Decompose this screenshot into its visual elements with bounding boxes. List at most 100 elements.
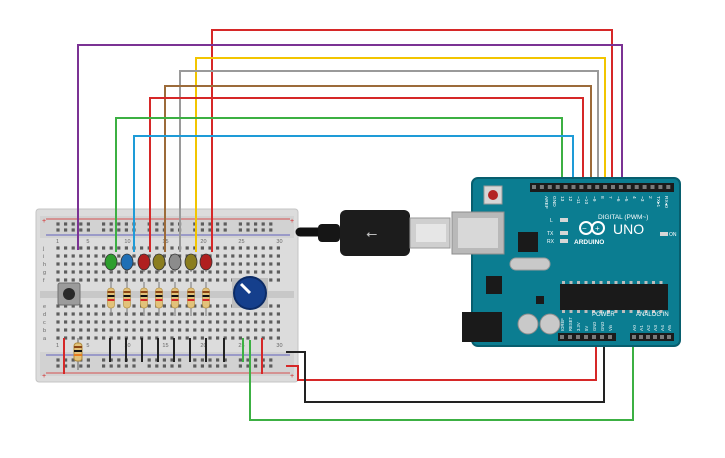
breadboard-hole: [94, 336, 98, 340]
row-letter: b: [43, 328, 46, 334]
rail-hole: [155, 358, 159, 362]
breadboard-hole: [276, 254, 280, 258]
potentiometer[interactable]: [232, 276, 268, 310]
breadboard-hole: [216, 270, 220, 274]
svg-text:−: −: [582, 224, 587, 233]
led-olive[interactable]: [184, 253, 198, 271]
breadboard-hole: [223, 320, 227, 324]
wire-brown[interactable]: [164, 85, 592, 252]
rail-hole: [261, 222, 265, 226]
breadboard-hole: [238, 312, 242, 316]
led-l-label: L: [550, 218, 553, 224]
led-blue[interactable]: [120, 253, 134, 271]
svg-text:+: +: [595, 224, 600, 233]
rail-hole: [64, 364, 68, 368]
breadboard-hole: [246, 270, 250, 274]
resistor-band: [171, 291, 179, 293]
header-pin: [595, 185, 600, 189]
rail-hole: [200, 358, 204, 362]
breadboard-hole: [117, 328, 121, 332]
rail-hole: [117, 358, 121, 362]
breadboard-hole: [238, 246, 242, 250]
breadboard-hole: [254, 312, 258, 316]
led-gray[interactable]: [168, 253, 182, 271]
breadboard-hole: [261, 328, 265, 332]
breadboard-hole: [178, 304, 182, 308]
breadboard-hole: [269, 328, 273, 332]
breadboard-hole: [79, 312, 83, 316]
resistor-band: [140, 295, 148, 297]
chip-pin: [569, 310, 573, 313]
digital-pin-label: ~5: [623, 196, 629, 202]
chip-pin: [652, 281, 655, 284]
rail-hole: [71, 358, 75, 362]
breadboard-hole: [170, 312, 174, 316]
analog-label: ANALOG IN: [636, 312, 669, 318]
breadboard-hole: [71, 246, 75, 250]
digital-header-label: DIGITAL (PWM~): [598, 214, 648, 221]
led-red[interactable]: [199, 253, 213, 271]
chip-pin: [637, 281, 640, 284]
breadboard-hole: [86, 270, 90, 274]
rail-hole: [216, 228, 220, 232]
breadboard-hole: [200, 278, 204, 282]
breadboard-hole: [170, 336, 174, 340]
breadboard-hole: [147, 278, 151, 282]
breadboard-hole: [193, 328, 197, 332]
breadboard-hole: [269, 336, 273, 340]
usb-strain-relief: [318, 224, 340, 242]
led-green[interactable]: [104, 253, 118, 271]
breadboard-hole: [193, 312, 197, 316]
breadboard-hole: [193, 278, 197, 282]
breadboard-hole: [132, 312, 136, 316]
resistor-band: [202, 295, 210, 297]
voltage-regulator: [486, 276, 502, 294]
wire-blue[interactable]: [133, 135, 574, 252]
breadboard-hole: [269, 262, 273, 266]
breadboard-hole: [276, 312, 280, 316]
breadboard-hole: [254, 246, 258, 250]
breadboard-hole: [102, 278, 106, 282]
chip-pin: [622, 281, 625, 284]
wire-green-a0[interactable]: [249, 340, 634, 421]
rail-hole: [155, 364, 159, 368]
wire-black-gnd[interactable]: [286, 340, 605, 403]
rail-hole: [71, 228, 75, 232]
resistor-band: [155, 291, 163, 293]
rail-hole: [254, 222, 258, 226]
breadboard-hole: [94, 262, 98, 266]
led-red[interactable]: [137, 253, 151, 271]
column-number: 10: [124, 239, 130, 245]
column-number: 20: [200, 343, 206, 349]
wire-green-top[interactable]: [115, 117, 563, 252]
wire-red-mid[interactable]: [149, 97, 584, 252]
wire-yellow[interactable]: [195, 57, 606, 252]
pushbutton[interactable]: [57, 282, 81, 306]
breadboard-hole: [276, 328, 280, 332]
wire-red-top[interactable]: [211, 29, 613, 252]
center-channel: [40, 291, 294, 298]
wire-purple[interactable]: [77, 44, 623, 250]
rail-hole: [56, 358, 60, 362]
power-header-pin: [584, 335, 588, 339]
header-pin: [634, 185, 639, 189]
column-number: 5: [86, 239, 89, 245]
wire-gray[interactable]: [179, 70, 599, 252]
breadboard-hole: [216, 278, 220, 282]
resistor: [187, 287, 195, 309]
breadboard-hole: [162, 336, 166, 340]
breadboard-hole: [155, 246, 159, 250]
breadboard[interactable]: + + + + jihgfedcba1155101015152020252530…: [35, 208, 299, 383]
breadboard-hole: [162, 320, 166, 324]
power-pin-label: IOREF: [560, 318, 565, 331]
breadboard-hole: [147, 328, 151, 332]
rail-hole: [56, 364, 60, 368]
usb-cable[interactable]: ⭠: [295, 210, 451, 256]
rail-hole: [117, 228, 121, 232]
breadboard-hole: [238, 254, 242, 258]
wire-red-5v[interactable]: [286, 340, 597, 381]
breadboard-hole: [102, 320, 106, 324]
resistor-band: [123, 295, 131, 297]
led-olive[interactable]: [152, 253, 166, 271]
